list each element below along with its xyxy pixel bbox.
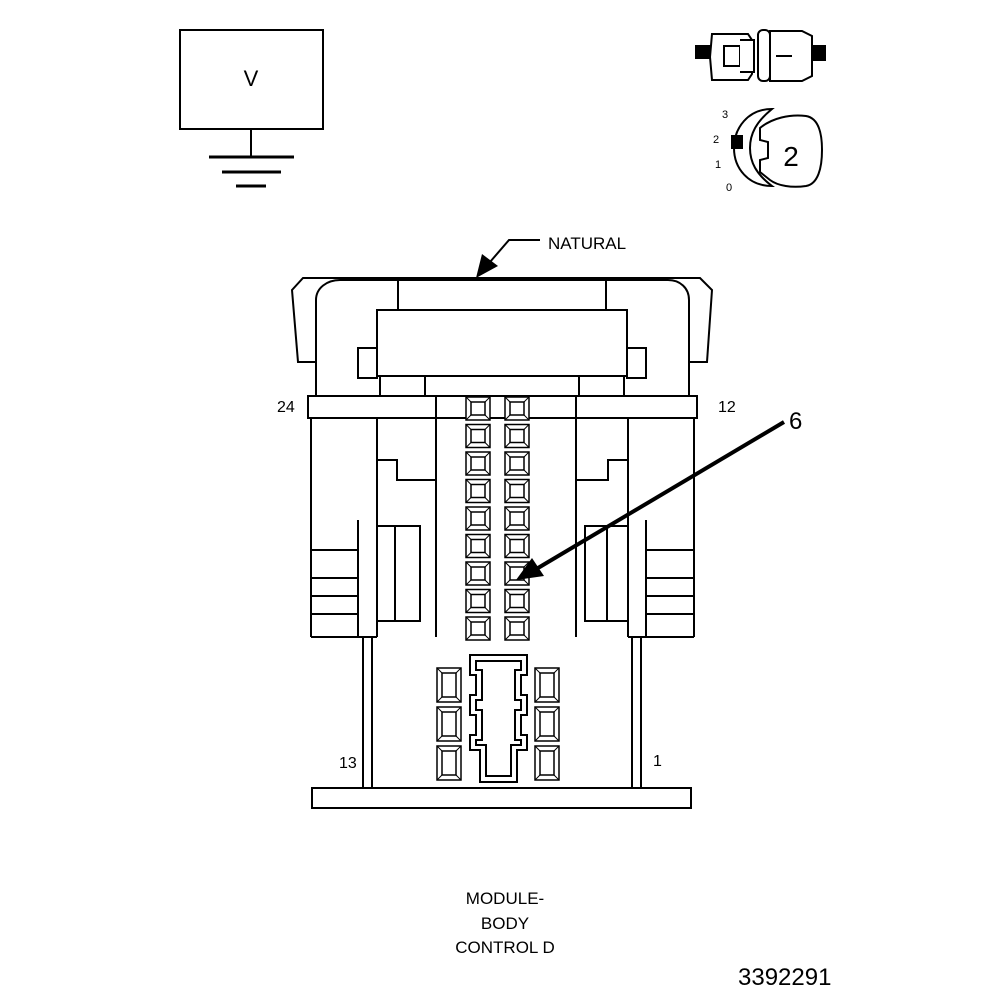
terminal-cavity [504,588,530,614]
terminal-cavity [465,396,491,421]
terminal-side-icon [695,29,826,82]
terminal-cavity [534,706,560,742]
voltmeter-ground-symbol: V [179,29,324,188]
position-scale: 3 2 1 0 [713,109,732,194]
caption-line-3: CONTROL D [455,938,555,957]
caption-line-1: MODULE- [466,889,544,908]
scale-1: 1 [715,159,721,171]
terminal-cavity [504,451,530,476]
terminal-cavity [504,478,530,504]
terminal-cavity [465,616,491,641]
color-callout-label: NATURAL [548,234,626,253]
terminal-position-number: 2 [783,141,799,172]
pin-label-12: 12 [718,399,736,416]
pointer-arrow-icon [516,558,544,580]
terminal-cavities [436,396,560,781]
pin-label-24: 24 [277,399,295,416]
pointer-callout-number: 6 [789,408,802,435]
ground-icon [209,155,294,188]
terminal-cavity [436,745,462,781]
terminal-cavity [465,423,491,449]
terminal-face-icon: 2 [731,107,824,188]
figure-number: 3392291 [738,964,831,991]
pin-labels: 24 12 13 1 [277,399,736,772]
voltmeter-label: V [244,66,259,91]
terminal-cavity [465,533,491,559]
scale-0: 0 [726,182,732,194]
caption: MODULE- BODY CONTROL D [455,889,555,957]
terminal-cavity [436,667,462,703]
scale-2: 2 [713,134,719,146]
voltmeter-box [179,29,324,130]
terminal-cavity [465,588,491,614]
pin-label-13: 13 [339,755,357,772]
terminal-cavity [534,667,560,703]
terminal-cavity [504,396,530,421]
terminal-cavity [504,506,530,531]
scale-3: 3 [722,109,728,121]
terminal-cavity [504,423,530,449]
terminal-cavity [465,506,491,531]
pin-label-1: 1 [653,753,662,770]
terminal-cavity [465,561,491,586]
terminal-cavity [436,706,462,742]
caption-line-2: BODY [481,914,529,933]
pointer-callout: 6 [516,408,802,580]
terminal-cavity [465,478,491,504]
terminal-cavity [465,451,491,476]
terminal-cavity [534,745,560,781]
color-callout: NATURAL [476,234,626,278]
terminal-cavity [504,533,530,559]
terminal-cavity [504,616,530,641]
connector-body [290,277,714,809]
